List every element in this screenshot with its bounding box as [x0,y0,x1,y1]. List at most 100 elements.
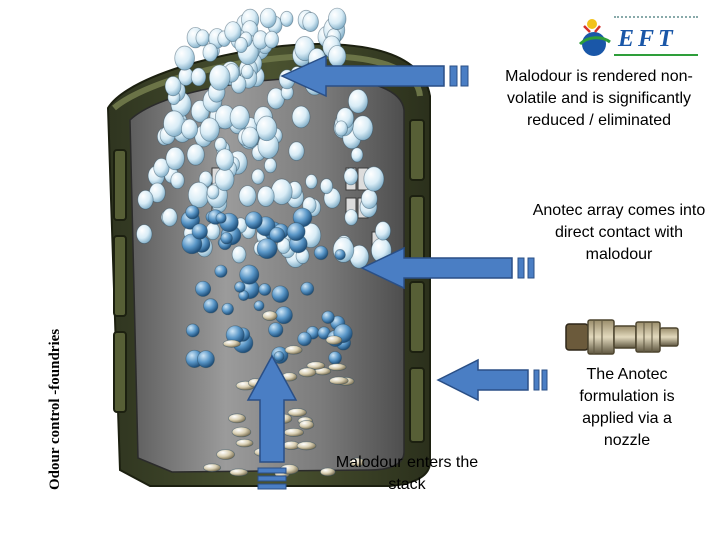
droplet-blue [329,352,342,365]
droplet-white [271,179,292,205]
droplet-white [344,168,358,185]
droplet-white [320,179,332,194]
arrow-nozzle-tail [542,370,547,390]
droplet-white [345,210,358,226]
arrow-bottom-tail [258,484,286,489]
malodour-particle [263,311,278,321]
droplet-blue [240,265,259,284]
droplet-white [230,106,249,129]
droplet-white [175,46,195,70]
droplet-white [203,44,218,62]
droplet-blue [204,299,218,313]
droplet-blue [314,246,328,260]
droplet-blue [274,351,284,361]
droplet-white [289,142,304,161]
droplet-blue [216,213,226,223]
droplet-white [265,31,279,48]
malodour-particle [217,450,235,460]
malodour-particle [288,408,306,416]
droplet-white [306,175,318,189]
malodour-particle [297,442,316,450]
malodour-particle [232,427,251,437]
droplet-white [252,169,264,184]
droplet-white [171,172,184,188]
droplet-white [241,64,253,78]
droplet-white [361,189,377,208]
droplet-white [165,76,181,95]
droplet-blue [335,249,345,259]
malodour-particle [326,336,342,345]
droplet-white [264,158,276,173]
nozzle-fitting [566,320,678,354]
droplet-blue [195,281,210,296]
malodour-particle [329,377,348,385]
caption-nozzle: The Anotec formulation is applied via a … [566,364,688,452]
droplet-blue [215,265,227,277]
droplet-white [375,222,390,241]
caption-middle: Anotec array comes into direct contact w… [522,200,716,266]
droplet-white [216,149,234,171]
droplet-white [164,111,185,137]
droplet-blue [298,332,312,346]
droplet-blue [287,223,305,241]
droplet-white [215,168,234,191]
arrow-nozzle-tail [534,370,539,390]
droplet-blue [301,282,314,295]
malodour-particle [229,414,246,423]
arrow-nozzle [438,360,528,400]
droplet-white [257,116,277,141]
malodour-particle [230,469,248,476]
malodour-particle [223,340,240,347]
droplet-white [242,127,259,148]
droplet-white [328,46,346,67]
droplet-blue [197,351,214,368]
droplet-white [348,89,367,113]
malodour-particle [203,464,220,472]
droplet-white [281,11,293,26]
droplet-white [235,37,247,52]
droplet-blue [235,282,246,293]
droplet-white [162,208,177,226]
droplet-white [196,30,209,46]
droplet-white [191,68,206,86]
malodour-particle [236,439,253,447]
arrow-bottom-tail [258,468,286,473]
arrow-bottom-tail [258,476,286,481]
malodour-particle [299,368,316,377]
droplet-white [292,106,310,128]
droplet-blue [222,303,234,315]
droplet-white [239,186,256,207]
eft-logo-icon [574,14,614,60]
droplet-white [206,223,220,240]
droplet-white [181,119,197,139]
caption-bottom: Malodour enters the stack [332,452,482,496]
droplet-blue [221,232,233,244]
droplet-blue [192,224,207,239]
droplet-blue [186,324,199,337]
eft-logo: EFT [574,14,698,60]
malodour-particle [284,428,303,436]
droplet-blue [245,212,262,229]
droplet-white [351,148,363,162]
droplet-blue [269,323,283,337]
droplet-blue [259,284,271,296]
droplet-blue [275,307,292,324]
droplet-white [137,225,152,244]
droplet-white [200,118,219,141]
malodour-particle [285,346,302,355]
arrow-top-tail [461,66,468,86]
droplet-blue [257,239,277,259]
arrow-top-tail [450,66,457,86]
droplet-blue [272,286,289,303]
droplet-white [328,8,346,29]
droplet-blue [254,301,264,311]
malodour-particle [328,364,346,371]
droplet-white [209,65,230,90]
droplet-white [188,182,209,207]
droplet-white [353,116,373,141]
droplet-white [335,121,348,136]
droplet-blue [322,311,334,323]
droplet-white [187,144,204,165]
eft-logo-word: EFT [618,26,677,53]
droplet-white [258,186,275,206]
